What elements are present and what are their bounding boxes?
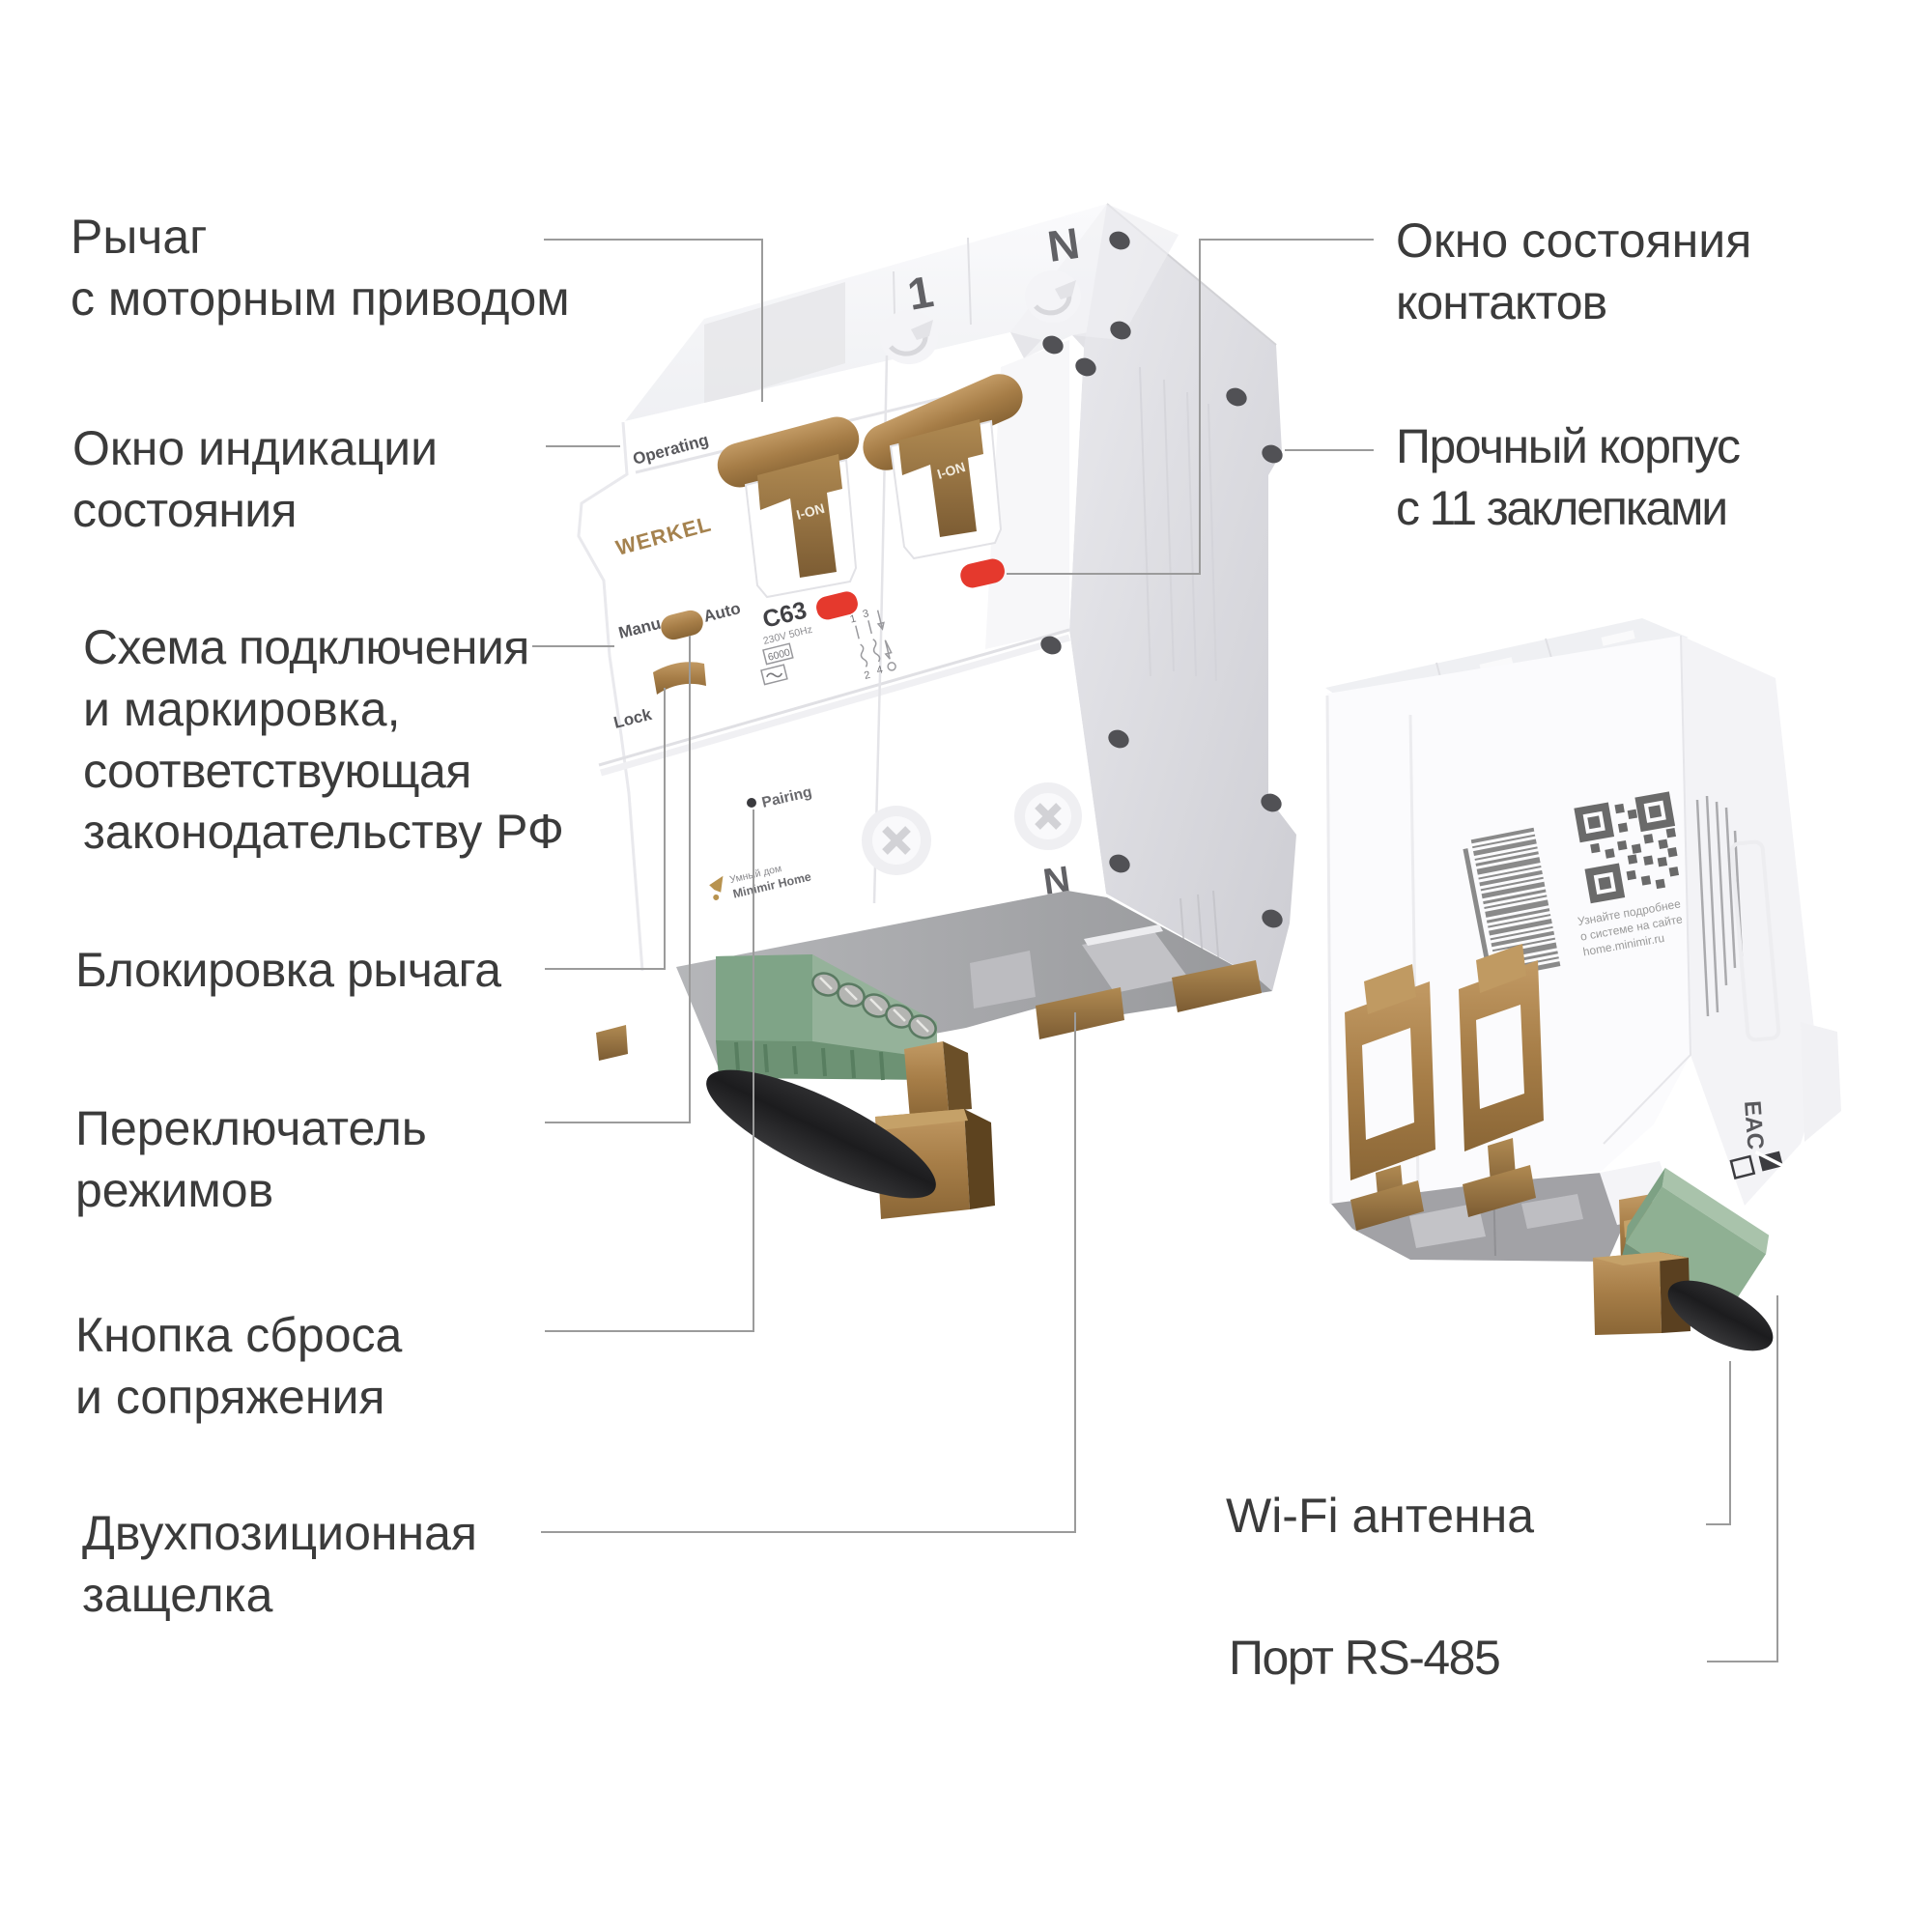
svg-text:Окно состояния: Окно состояния <box>1396 213 1751 268</box>
svg-text:Блокировка рычага: Блокировка рычага <box>75 943 501 997</box>
svg-text:Порт RS-485: Порт RS-485 <box>1229 1631 1499 1685</box>
svg-text:4: 4 <box>875 664 884 676</box>
svg-text:законодательству РФ: законодательству РФ <box>83 805 564 859</box>
svg-text:режимов: режимов <box>75 1163 273 1217</box>
svg-text:I-ON: I-ON <box>795 500 827 523</box>
svg-text:соответствующая: соответствующая <box>83 744 471 798</box>
svg-text:Wi-Fi антенна: Wi-Fi антенна <box>1226 1489 1534 1543</box>
svg-text:и сопряжения: и сопряжения <box>75 1370 384 1424</box>
svg-text:и маркировка,: и маркировка, <box>83 682 400 736</box>
svg-text:защелка: защелка <box>82 1568 273 1622</box>
svg-text:6000: 6000 <box>767 646 792 663</box>
svg-text:Окно индикации: Окно индикации <box>72 421 438 475</box>
svg-text:Переключатель: Переключатель <box>75 1101 427 1155</box>
svg-text:Схема подключения: Схема подключения <box>83 620 529 674</box>
svg-text:контактов: контактов <box>1396 275 1606 329</box>
svg-text:состояния: состояния <box>72 483 297 537</box>
svg-text:Двухпозиционная: Двухпозиционная <box>82 1506 477 1560</box>
svg-text:EAC: EAC <box>1739 1100 1768 1151</box>
svg-text:N: N <box>1044 218 1082 271</box>
svg-text:3: 3 <box>862 608 870 620</box>
svg-text:с моторным приводом: с моторным приводом <box>71 271 570 326</box>
svg-text:2: 2 <box>863 669 871 682</box>
svg-text:1: 1 <box>849 613 858 626</box>
svg-text:Рычаг: Рычаг <box>71 210 207 264</box>
svg-text:Прочный корпус: Прочный корпус <box>1396 419 1740 473</box>
svg-text:Кнопка сброса: Кнопка сброса <box>75 1308 403 1362</box>
svg-text:с 11 заклепками: с 11 заклепками <box>1396 481 1726 535</box>
